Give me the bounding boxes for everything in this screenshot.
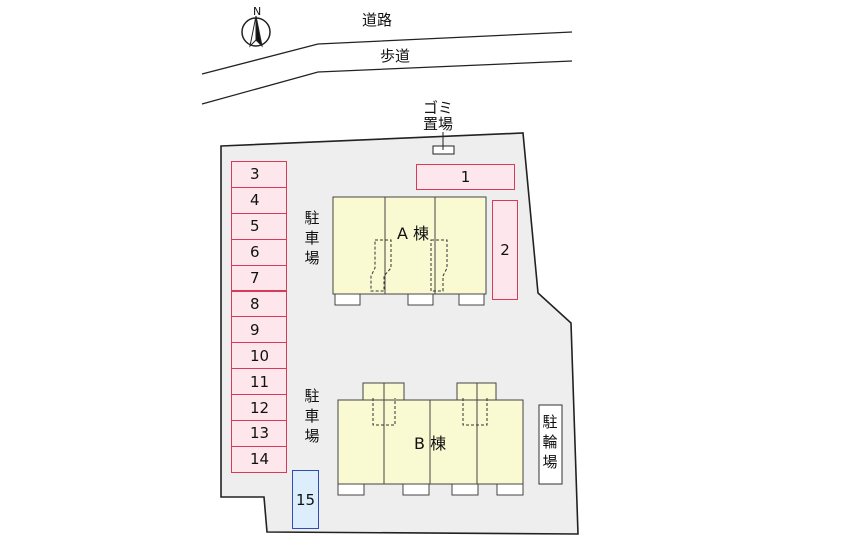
garbage-label-line1: ゴミ (423, 99, 454, 117)
road-label: 道路 (362, 11, 393, 29)
parking-space-2: 2 (492, 200, 518, 300)
parking-space-8: 8 (231, 290, 287, 318)
parking-space-5: 5 (231, 212, 287, 240)
road-edge-north (201, 31, 573, 75)
north-arrow-icon (241, 15, 271, 48)
parking-space-14: 14 (231, 445, 287, 473)
sidewalk-label: 歩道 (380, 47, 411, 65)
parking-space-13: 13 (231, 420, 287, 447)
parking-space-7: 7 (231, 264, 287, 292)
bicycle-parking-label: 駐輪場 (542, 413, 558, 471)
parking-label-upper: 駐車場 (304, 209, 320, 267)
bicycle-parking-area (538, 404, 563, 485)
parking-label-lower: 駐車場 (304, 387, 320, 445)
parking-space-11: 11 (231, 368, 287, 396)
garbage-label-line2: 置場 (423, 115, 454, 133)
parking-space-4: 4 (231, 186, 287, 214)
parking-space-9: 9 (231, 316, 287, 344)
parking-space-1: 1 (416, 164, 515, 190)
north-label: N (253, 5, 262, 18)
parking-space-3: 3 (231, 161, 287, 188)
building-b-label: B 棟 (414, 434, 447, 453)
building-a-label: A 棟 (397, 224, 430, 243)
parking-space-12: 12 (231, 394, 287, 421)
parking-space-10: 10 (231, 342, 287, 370)
building-b (337, 382, 524, 496)
parking-space-6: 6 (231, 238, 287, 266)
road-edge-south (201, 60, 573, 105)
building-a (332, 196, 487, 306)
parking-space-15: 15 (292, 470, 319, 529)
